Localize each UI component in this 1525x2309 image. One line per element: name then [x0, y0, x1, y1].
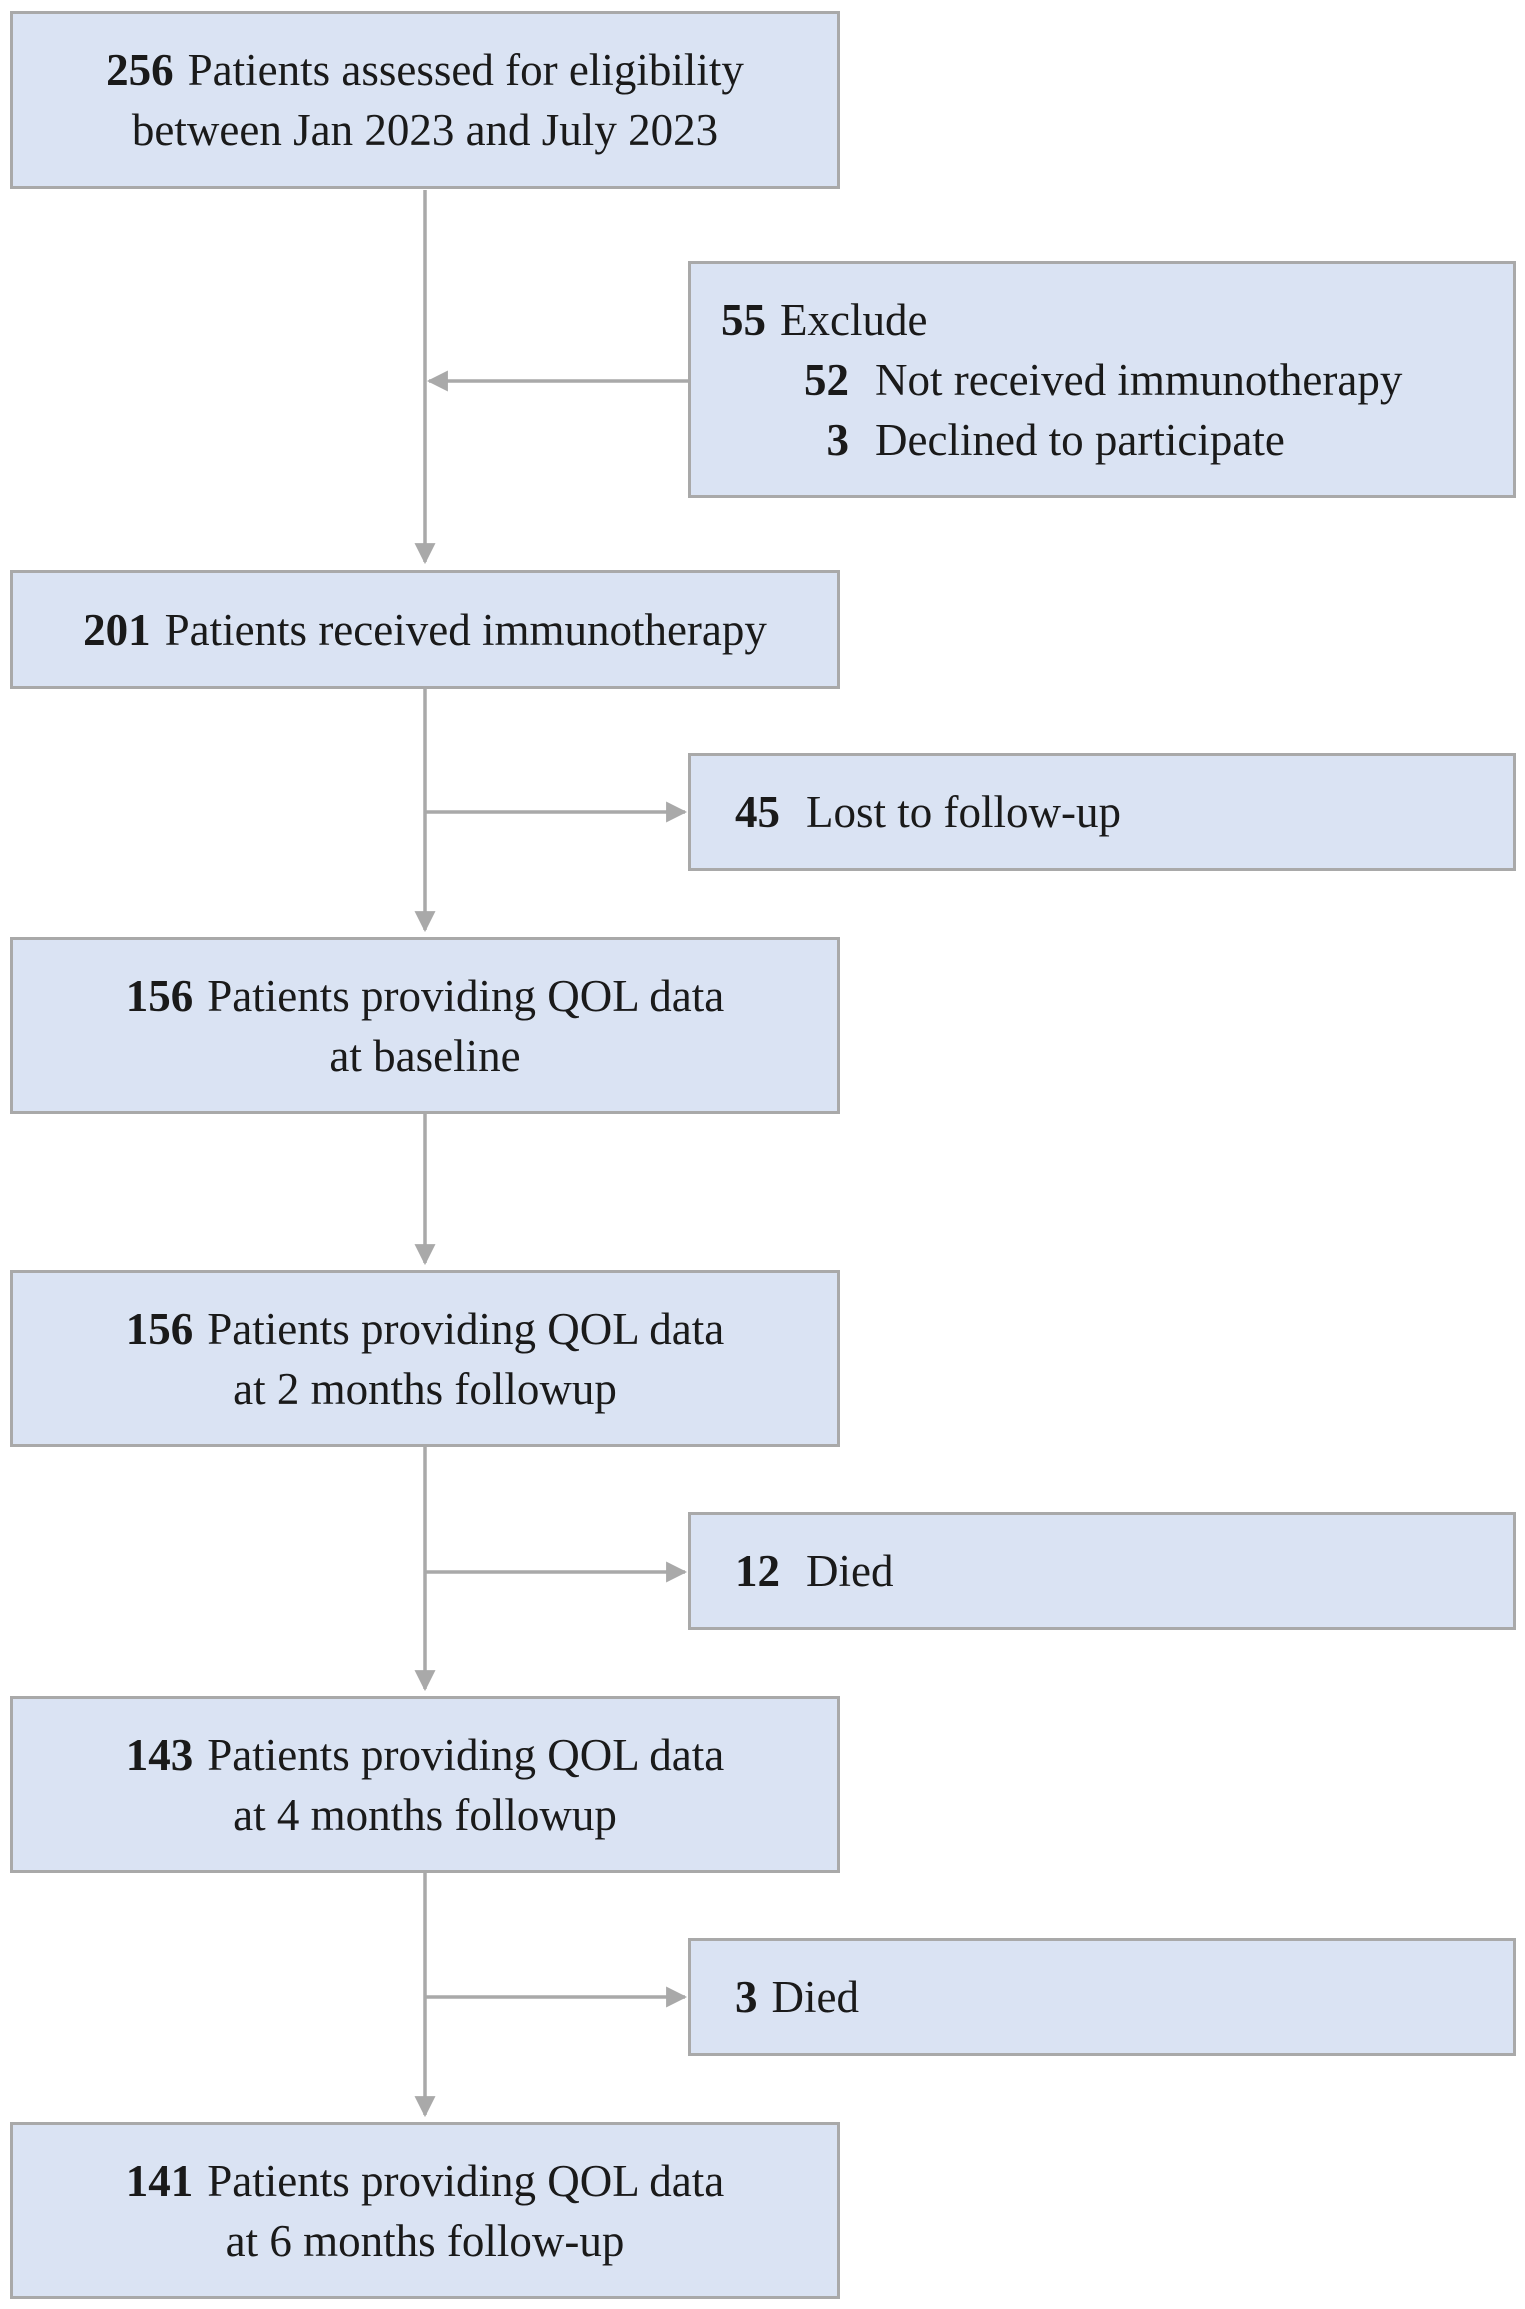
assessed-line-2: between Jan 2023 and July 2023 [131, 105, 719, 155]
lost-box: 45 Lost to follow-up [688, 753, 1516, 871]
received-box: 201 Patients received immunotherapy [10, 570, 840, 689]
died2-label: Died [771, 1972, 859, 2022]
month2-label: Patients providing QOL data [207, 1303, 725, 1354]
died1-box: 12 Died [688, 1512, 1516, 1630]
month4-box: 143 Patients providing QOL data at 4 mont… [10, 1696, 840, 1873]
month6-box: 141 Patients providing QOL data at 6 mont… [10, 2122, 840, 2299]
baseline-label: Patients providing QOL data [207, 970, 725, 1021]
month4-count: 143 [125, 1729, 194, 1780]
assessed-count: 256 [106, 45, 174, 95]
month6-label: Patients providing QOL data [207, 2155, 725, 2206]
excluded-box: 55 Exclude 52 Not received immunotherapy 3… [688, 261, 1516, 498]
excluded-reason: 3 Declined to participate [721, 410, 1513, 470]
excluded-label: Exclude [780, 294, 928, 345]
died2-line: 3 Died [735, 1967, 859, 2027]
month4-label: Patients providing QOL data [207, 1729, 725, 1780]
excluded-reason-count: 52 [804, 354, 849, 405]
received-label: Patients received immunotherapy [164, 604, 767, 655]
excluded-reason: 52 Not received immunotherapy [721, 350, 1513, 410]
died1-label: Died [806, 1546, 894, 1596]
month4-line-2: at 4 months followup [233, 1789, 617, 1840]
month2-box: 156 Patients providing QOL data at 2 mont… [10, 1270, 840, 1447]
month6-count: 141 [125, 2155, 194, 2206]
excluded-reason-label: Declined to participate [875, 414, 1285, 465]
month6-line-1: 141 Patients providing QOL data [126, 2151, 725, 2211]
died2-count: 3 [735, 1972, 758, 2022]
month6-line-2: at 6 months follow-up [225, 2215, 625, 2266]
month2-line-2: at 2 months followup [233, 1363, 617, 1414]
lost-line: 45 Lost to follow-up [735, 782, 1121, 842]
excluded-count: 55 [721, 294, 766, 345]
assessed-line-1: 256 Patients assessed for eligibility [106, 40, 744, 100]
baseline-box: 156 Patients providing QOL data at baseli… [10, 937, 840, 1114]
month2-line-1: 156 Patients providing QOL data [126, 1299, 725, 1359]
lost-label: Lost to follow-up [806, 787, 1121, 837]
baseline-line-1: 156 Patients providing QOL data [126, 966, 725, 1026]
died1-line: 12 Died [735, 1541, 893, 1601]
baseline-count: 156 [125, 970, 194, 1021]
received-count: 201 [83, 604, 151, 655]
excluded-reason-count: 3 [826, 414, 850, 465]
baseline-line-2: at baseline [329, 1030, 521, 1081]
received-line-1: 201 Patients received immunotherapy [83, 600, 767, 660]
died2-box: 3 Died [688, 1938, 1516, 2056]
lost-count: 45 [735, 787, 780, 837]
excluded-reason-label: Not received immunotherapy [875, 354, 1403, 405]
month2-count: 156 [125, 1303, 194, 1354]
assessed-label: Patients assessed for eligibility [187, 45, 744, 95]
died1-count: 12 [735, 1546, 780, 1596]
excluded-header: 55 Exclude [721, 290, 1513, 350]
month4-line-1: 143 Patients providing QOL data [126, 1725, 725, 1785]
assessed-box: 256 Patients assessed for eligibility bet… [10, 11, 840, 189]
